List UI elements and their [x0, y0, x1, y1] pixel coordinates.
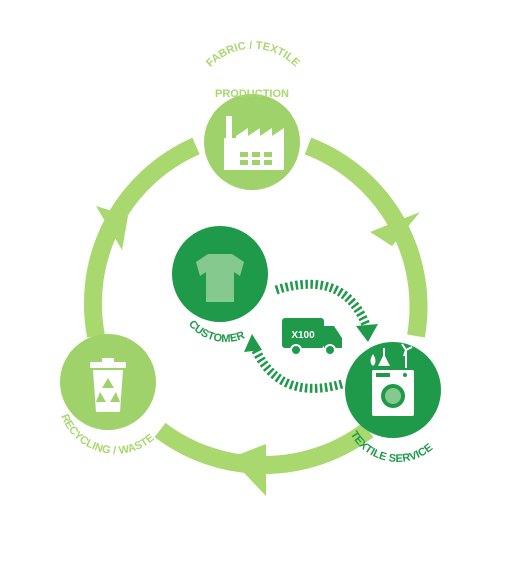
- textile-service-node: TEXTILE SERVICE: [345, 342, 441, 465]
- fabric-production-node: FABRIC / TEXTILE PRODUCTION: [204, 40, 302, 190]
- cycle-arrow-left: [96, 206, 128, 250]
- factory-icon: [224, 116, 284, 170]
- outer-cycle-ring: [83, 137, 428, 496]
- cycle-arrow-right: [370, 212, 420, 246]
- fabric-label-line1: FABRIC / TEXTILE: [204, 40, 302, 70]
- recycling-node: RECYCLING / WASTE: [58, 334, 157, 457]
- svg-text:CUSTOMER: CUSTOMER: [186, 318, 246, 345]
- customer-node: CUSTOMER: [172, 226, 268, 345]
- truck-label: X100: [291, 330, 315, 341]
- washing-machine-icon: [370, 343, 414, 416]
- fabric-label-line2: PRODUCTION: [215, 88, 289, 100]
- t-shirt-icon: [196, 254, 244, 302]
- recycle-bin-icon: [90, 358, 126, 412]
- inner-exchange-loop: [244, 279, 378, 393]
- cycle-arrow-bottom: [230, 444, 266, 496]
- customer-label: CUSTOMER: [186, 318, 246, 345]
- delivery-truck-icon: X100: [282, 318, 342, 356]
- svg-text:FABRIC / TEXTILE: FABRIC / TEXTILE: [204, 40, 302, 70]
